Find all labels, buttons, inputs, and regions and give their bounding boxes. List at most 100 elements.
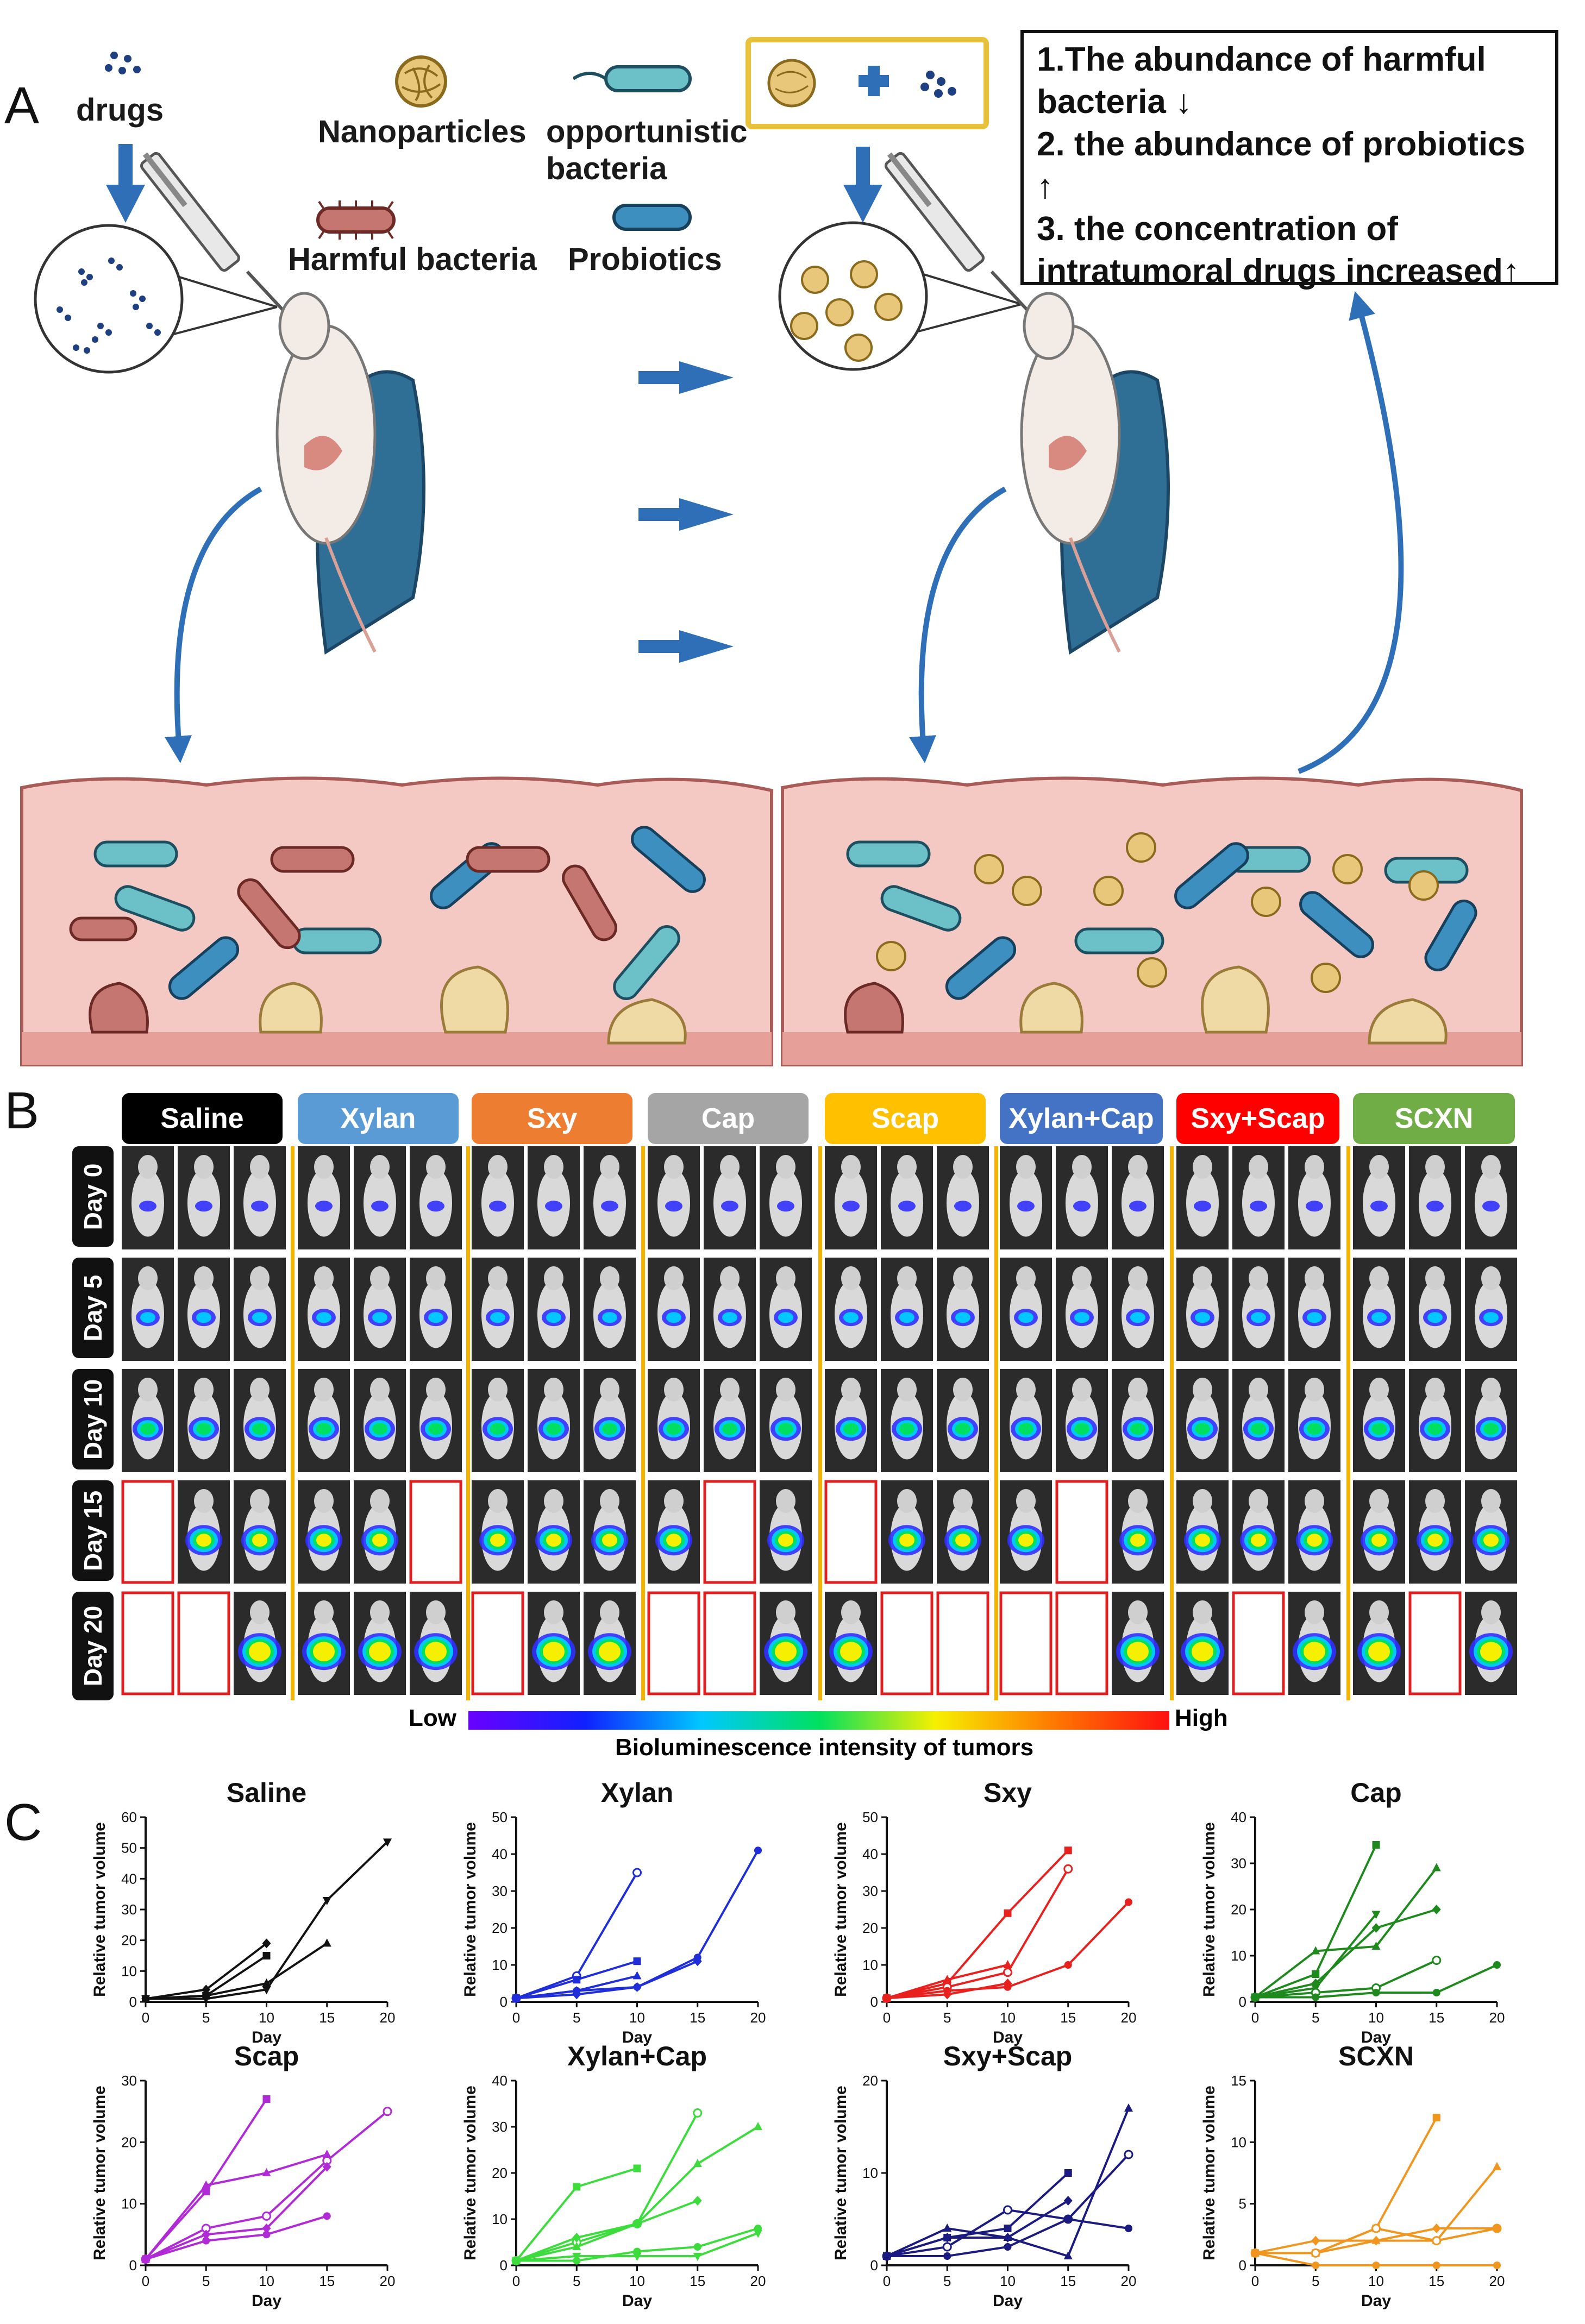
bli-tile bbox=[1288, 1146, 1340, 1249]
panel-letter-a: A bbox=[4, 77, 40, 135]
y-tick-label: 10 bbox=[862, 2165, 878, 2181]
bli-tile bbox=[410, 1258, 462, 1361]
data-point bbox=[882, 1993, 891, 2003]
data-point bbox=[1493, 2162, 1501, 2170]
bli-tile bbox=[648, 1258, 700, 1361]
y-tick-label: 10 bbox=[1231, 2134, 1246, 2150]
day-label-20: Day 20 bbox=[72, 1592, 114, 1700]
opportunistic-bacteria-icon bbox=[572, 62, 693, 95]
bli-tile bbox=[298, 1480, 350, 1584]
bli-tile bbox=[648, 1146, 700, 1249]
data-point bbox=[141, 1995, 150, 2004]
data-point bbox=[1372, 1841, 1380, 1849]
nanoparticles-label: Nanoparticles bbox=[318, 114, 527, 149]
bli-tile bbox=[937, 1480, 989, 1584]
bli-tile bbox=[1055, 1480, 1108, 1584]
bli-tile bbox=[1112, 1592, 1164, 1695]
data-point bbox=[1493, 2223, 1501, 2233]
curved-arrow-left-icon bbox=[165, 486, 262, 763]
data-point bbox=[262, 2211, 271, 2221]
bli-tile bbox=[1408, 1591, 1462, 1695]
data-point bbox=[1432, 2236, 1442, 2246]
bli-tile bbox=[1409, 1369, 1461, 1472]
group-separator bbox=[641, 1146, 645, 1700]
bli-tile bbox=[1353, 1146, 1405, 1249]
group-header-scxn: SCXN bbox=[1353, 1093, 1515, 1144]
data-point bbox=[1372, 2262, 1380, 2269]
y-tick-label: 0 bbox=[500, 2257, 508, 2273]
x-tick-label: 0 bbox=[883, 2009, 891, 2026]
series-line bbox=[886, 1849, 1069, 2000]
data-point bbox=[943, 1989, 952, 2000]
bli-tile bbox=[1112, 1480, 1164, 1584]
data-point bbox=[754, 2122, 762, 2130]
bli-tile bbox=[584, 1146, 636, 1249]
x-tick-label: 5 bbox=[202, 2009, 210, 2026]
opportunistic-label-line1: opportunistic bbox=[546, 114, 748, 149]
x-tick-label: 15 bbox=[690, 2273, 705, 2289]
x-tick-label: 10 bbox=[1000, 2009, 1016, 2026]
bli-tile bbox=[298, 1146, 350, 1249]
x-axis-label: Day bbox=[1361, 2028, 1391, 2046]
bli-tile bbox=[122, 1258, 174, 1361]
y-tick-label: 30 bbox=[492, 1883, 508, 1899]
down-arrow-right-icon bbox=[843, 147, 882, 223]
bli-tile bbox=[1288, 1369, 1340, 1472]
bli-tile bbox=[647, 1591, 700, 1695]
day-label-10: Day 10 bbox=[72, 1369, 114, 1469]
data-point bbox=[1311, 1946, 1320, 1955]
data-point bbox=[1064, 2169, 1072, 2177]
scale-high-label: High bbox=[1175, 1705, 1228, 1731]
outcome-line-4: ↑ bbox=[1037, 168, 1054, 205]
data-point bbox=[1125, 1898, 1132, 1906]
group-header-sxy: Sxy bbox=[472, 1093, 632, 1144]
syringe-left-icon bbox=[140, 152, 284, 311]
data-point bbox=[693, 2196, 702, 2206]
y-tick-label: 50 bbox=[492, 1809, 508, 1825]
y-tick-label: 10 bbox=[121, 1963, 137, 1979]
bli-tile bbox=[1055, 1591, 1108, 1695]
data-point bbox=[1251, 1993, 1259, 2001]
bli-tile bbox=[354, 1592, 406, 1695]
bli-tile bbox=[234, 1146, 286, 1249]
data-point bbox=[1064, 1846, 1072, 1855]
y-tick-label: 20 bbox=[121, 1932, 137, 1949]
drugs-icon bbox=[98, 49, 152, 87]
y-tick-label: 40 bbox=[492, 1846, 508, 1862]
data-point bbox=[1371, 1911, 1381, 1919]
bli-tile bbox=[528, 1369, 580, 1472]
x-tick-label: 5 bbox=[573, 2273, 580, 2289]
x-tick-label: 15 bbox=[319, 2009, 335, 2026]
outcome-line-5: 3. the concentration of bbox=[1037, 210, 1398, 248]
bli-tile bbox=[1176, 1480, 1229, 1584]
scale-caption: Bioluminescence intensity of tumors bbox=[615, 1734, 1034, 1761]
bli-tile bbox=[1000, 1258, 1052, 1361]
bli-tile bbox=[760, 1480, 812, 1584]
x-tick-label: 10 bbox=[259, 2009, 274, 2026]
data-point bbox=[943, 1975, 952, 1983]
x-tick-label: 5 bbox=[943, 2273, 951, 2289]
data-point bbox=[1371, 1942, 1381, 1950]
data-point bbox=[1372, 1989, 1380, 1996]
data-point bbox=[573, 2183, 581, 2191]
data-point bbox=[1064, 2215, 1072, 2223]
data-point bbox=[632, 1971, 642, 1980]
mouse-right-icon bbox=[1020, 292, 1170, 655]
data-point bbox=[942, 2242, 952, 2252]
bli-tile bbox=[354, 1369, 406, 1472]
bli-tile bbox=[234, 1480, 286, 1584]
bli-tile bbox=[1409, 1480, 1461, 1584]
bli-tile bbox=[298, 1369, 350, 1472]
x-tick-label: 20 bbox=[380, 2009, 396, 2026]
data-point bbox=[1432, 1905, 1441, 1914]
y-axis-label: Relative tumor volume bbox=[461, 1822, 479, 1997]
series-line bbox=[1255, 2117, 1438, 2254]
group-separator bbox=[466, 1146, 470, 1700]
bli-tile bbox=[354, 1146, 406, 1249]
bli-tile bbox=[1232, 1369, 1285, 1472]
bli-tile bbox=[178, 1258, 230, 1361]
y-tick-label: 10 bbox=[492, 1957, 508, 1973]
